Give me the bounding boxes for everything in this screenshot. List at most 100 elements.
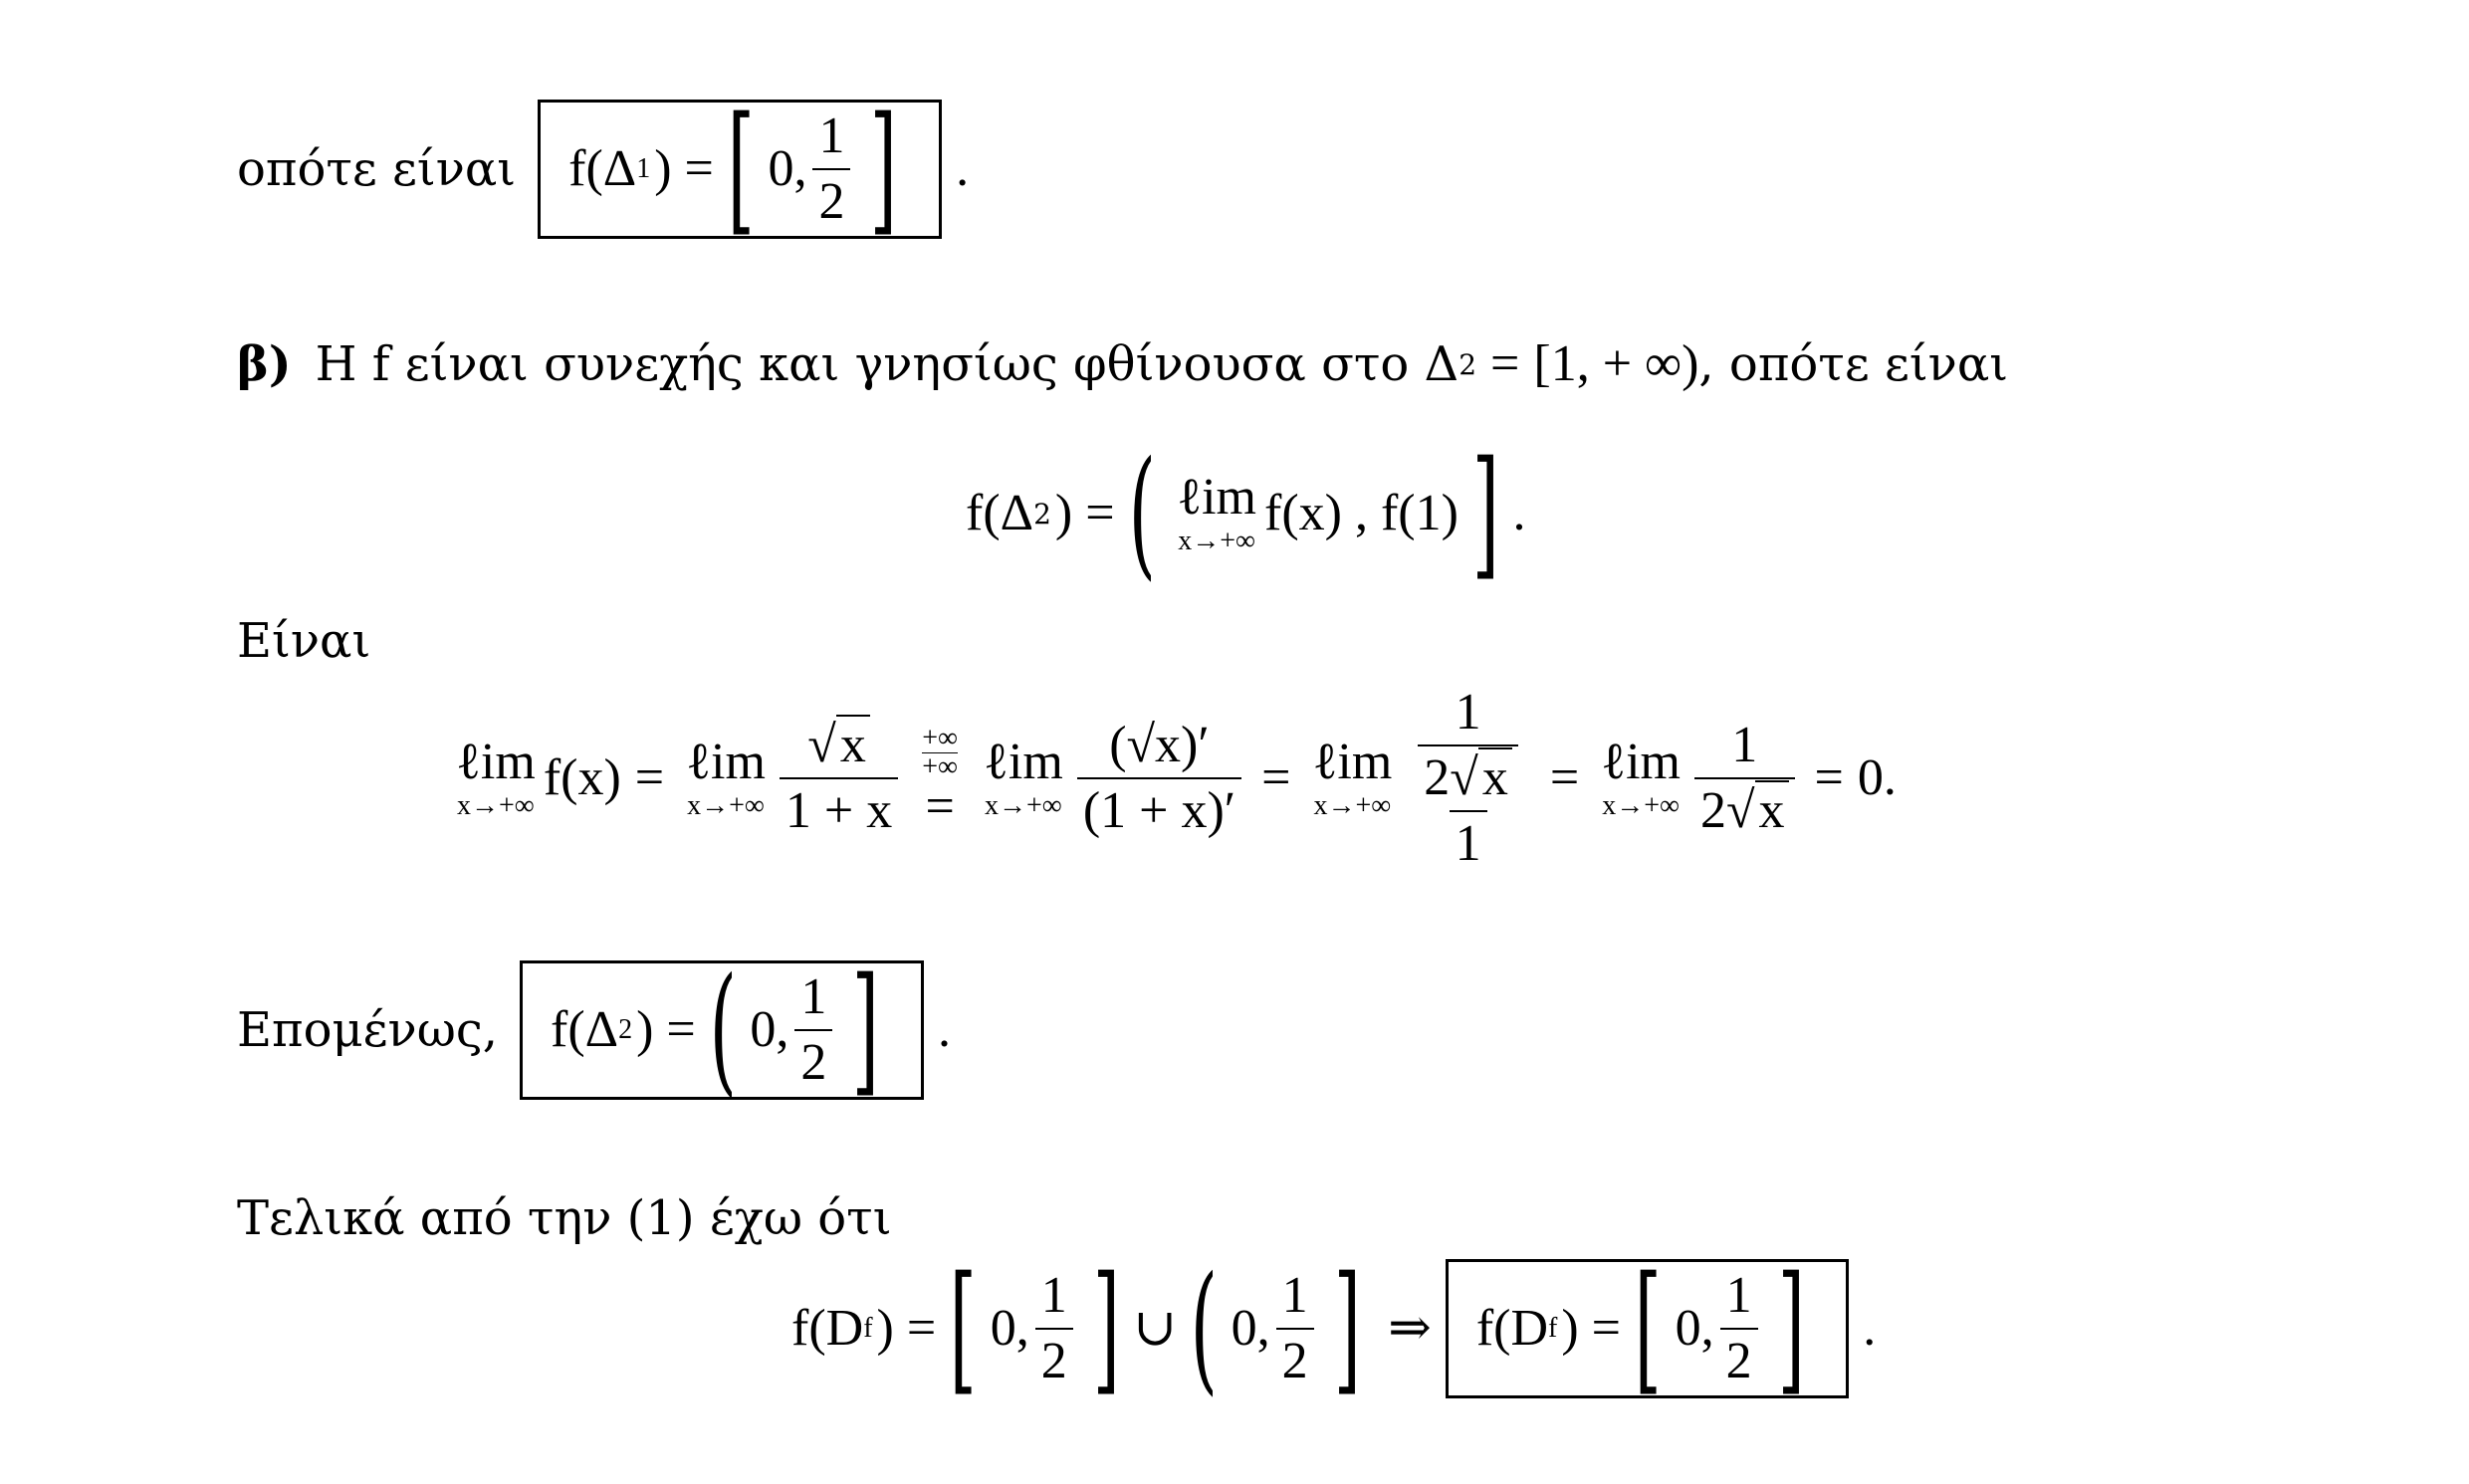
left-bracket: [ <box>1634 1247 1662 1409</box>
lim-subscript: x→+∞ <box>1602 790 1680 821</box>
lim-subscript: x→+∞ <box>687 790 765 821</box>
denominator: 2 <box>1034 1328 1073 1387</box>
equals: = <box>1261 749 1291 806</box>
radicand: x <box>1754 780 1789 839</box>
part-label-beta: β) <box>237 336 292 392</box>
equals: = <box>634 749 665 806</box>
numerator: (√x)′ <box>1109 717 1210 773</box>
numerator: 1 <box>800 968 827 1025</box>
two: 2 <box>1424 749 1451 806</box>
subscript: 1 <box>636 153 651 184</box>
numerator: 1 <box>1040 1267 1067 1324</box>
period: . <box>1863 1300 1877 1357</box>
subscript: 2 <box>1033 497 1051 530</box>
left-paren: ( <box>1190 1247 1218 1409</box>
lim-subscript: x→+∞ <box>985 790 1062 821</box>
lim-text: ℓim <box>456 734 536 790</box>
f-Df: f(D <box>1475 1300 1549 1357</box>
compound-fraction: 1 2√x 1 <box>1406 687 1530 870</box>
radicand: x <box>1477 747 1512 806</box>
lim-subscript: x→+∞ <box>457 790 535 821</box>
denominator: 1 <box>1449 810 1487 870</box>
equals: = <box>1549 749 1580 806</box>
interval: [1, + ∞) <box>1533 335 1699 392</box>
numerator: 1 <box>1731 717 1758 773</box>
text-epomenos: Επομένως, <box>237 1002 499 1058</box>
fraction-sqrtx-over-1plusx: √x 1 + x <box>779 715 899 837</box>
numerator: 1 <box>1281 1267 1308 1324</box>
function-values: f(x) , f(1) <box>1264 485 1459 541</box>
text-einai: Είναι <box>237 613 371 669</box>
denominator: (1 + x)′ <box>1076 777 1242 837</box>
left-bracket: [ <box>727 88 755 250</box>
equals: ) = <box>654 140 714 197</box>
hospital-top: +∞ <box>922 722 958 753</box>
lim-text: ℓim <box>984 734 1063 790</box>
text-opote-einai: οπότε είναι <box>237 141 517 197</box>
lim-text: ℓim <box>1177 469 1256 526</box>
subscript: 2 <box>618 1014 633 1045</box>
equals: ) = <box>1561 1300 1621 1357</box>
line-2: β) Η f είναι συνεχής και γνησίως φθίνουσ… <box>237 338 2008 390</box>
right-bracket: ] <box>1471 432 1499 594</box>
lim-subscript: x→+∞ <box>1178 526 1255 556</box>
period: . <box>938 1001 951 1058</box>
f-Df: f(D <box>791 1300 864 1357</box>
lim-subscript: x→+∞ <box>1313 790 1392 821</box>
right-bracket: ] <box>870 88 898 250</box>
two: 2 <box>1699 782 1726 839</box>
f-delta: f(Δ <box>551 1001 619 1058</box>
inner-fraction: 1 2√x <box>1418 684 1518 806</box>
inner-numerator: 1 <box>1455 684 1481 741</box>
period: . <box>1512 485 1526 541</box>
numerator: 1 2√x <box>1406 687 1530 810</box>
numerator: 1 <box>1725 1267 1752 1324</box>
left-bracket: [ <box>949 1247 978 1409</box>
period: . <box>1883 749 1897 806</box>
equals: ) = <box>1054 485 1115 541</box>
text-opote-einai: , οπότε είναι <box>1698 336 2009 392</box>
denominator: 2 <box>1719 1328 1758 1387</box>
lim-text: ℓim <box>1601 734 1681 790</box>
implies: ⇒ <box>1388 1300 1432 1357</box>
fraction-one-over-2sqrtx: 1 2√x <box>1693 717 1795 839</box>
fx: f(x) <box>543 749 621 806</box>
inner-denominator: 2√x <box>1418 744 1518 806</box>
right-bracket: ] <box>1092 1247 1120 1409</box>
hospital-bottom: +∞ <box>922 750 958 782</box>
denominator: 2√x <box>1693 777 1795 839</box>
right-bracket: ] <box>1333 1247 1361 1409</box>
zero: 0, <box>990 1300 1029 1357</box>
fraction-derivatives: (√x)′ (1 + x)′ <box>1076 717 1242 837</box>
union: ∪ <box>1133 1300 1177 1357</box>
zero: 0, <box>750 1001 789 1058</box>
numerator: √x <box>801 715 876 777</box>
zero: 0, <box>768 140 807 197</box>
zero: 0, <box>1675 1300 1714 1357</box>
subscript: f <box>1548 1313 1558 1344</box>
equals: ) = <box>876 1300 937 1357</box>
hospital-equals: +∞ +∞ = <box>922 722 958 833</box>
period: . <box>956 140 970 197</box>
lim-text: ℓim <box>686 734 766 790</box>
statement-text: Η f είναι συνεχής και γνησίως φθίνουσα σ… <box>315 336 1459 392</box>
text-telika: Τελικά από την (1) έχω ότι <box>237 1190 892 1246</box>
subscript: 2 <box>1459 347 1477 381</box>
zero: 0, <box>1231 1300 1270 1357</box>
left-paren: ( <box>709 949 737 1111</box>
